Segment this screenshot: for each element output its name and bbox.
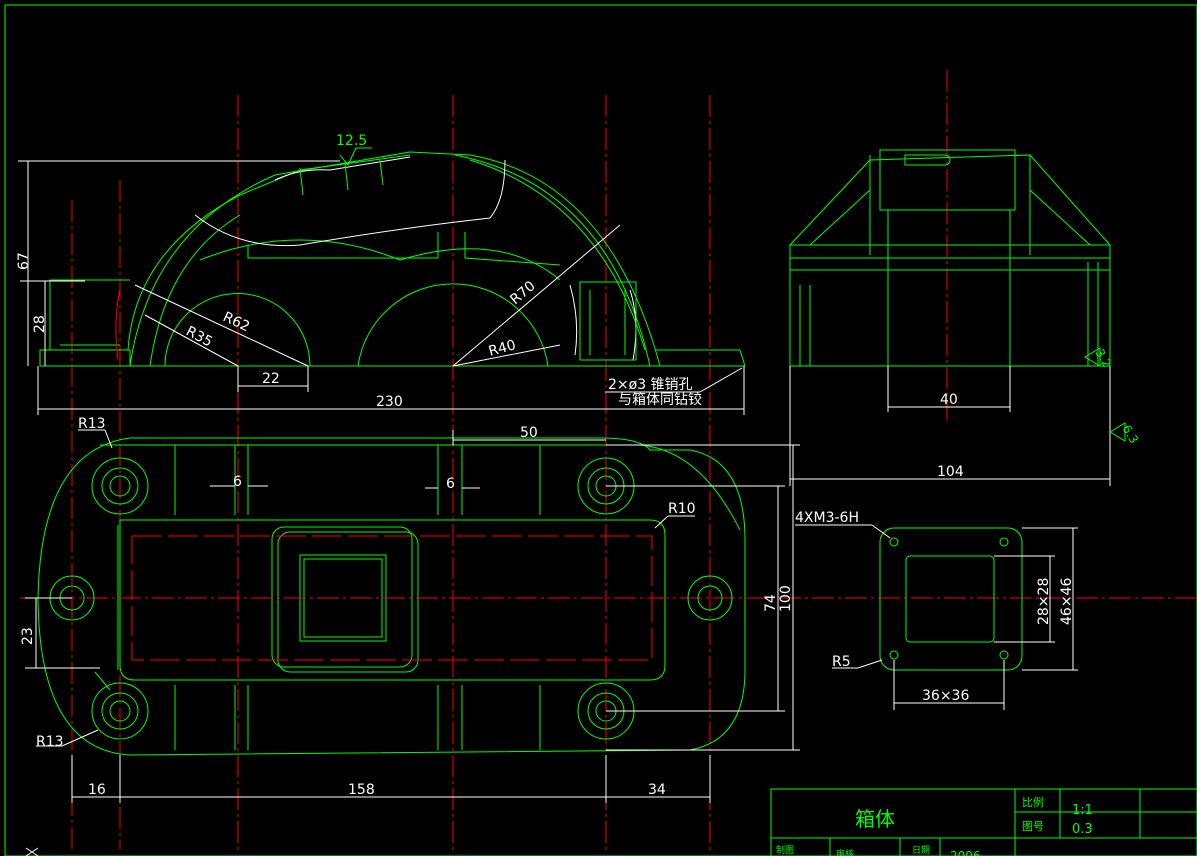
thread-4xm3: 4XM3-6H bbox=[795, 510, 859, 526]
dim-230: 230 bbox=[376, 394, 403, 410]
part-name: 箱体 bbox=[855, 807, 895, 831]
dim-r62: R62 bbox=[220, 309, 252, 335]
cover-detail: 4XM3-6H R5 28×28 46×46 36×36 bbox=[795, 510, 1078, 710]
drawing-no-value: 0.3 bbox=[1072, 822, 1093, 837]
designer-label: 制图 bbox=[776, 844, 794, 856]
dim-28: 28 bbox=[32, 315, 48, 333]
dim-100: 100 bbox=[778, 585, 794, 612]
pin-note-1: 2×ø3 锥销孔 bbox=[608, 377, 693, 393]
dim-34: 34 bbox=[648, 782, 666, 798]
side-view: 40 104 3.2 6.3 bbox=[788, 149, 1141, 486]
date-label: 日期 bbox=[912, 845, 930, 856]
scale-value: 1:1 bbox=[1072, 803, 1093, 818]
dim-6-left: 6 bbox=[233, 474, 242, 490]
dim-r13-top: R13 bbox=[78, 416, 106, 432]
dim-r40: R40 bbox=[487, 337, 518, 360]
dim-36x36: 36×36 bbox=[922, 688, 969, 704]
dim-r13-bottom: R13 bbox=[36, 734, 64, 750]
check-label: 审核 bbox=[836, 848, 854, 856]
drawing-no-label: 图号 bbox=[1022, 820, 1044, 833]
dim-50: 50 bbox=[520, 425, 538, 441]
dim-6-right: 6 bbox=[446, 476, 455, 492]
dim-r5: R5 bbox=[832, 654, 851, 670]
dim-46x46: 46×46 bbox=[1059, 578, 1075, 625]
dim-67: 67 bbox=[16, 252, 32, 270]
pin-note-2: 与箱体同钻铰 bbox=[618, 392, 702, 408]
roughness-6-3: 6.3 bbox=[1119, 423, 1141, 447]
ucs-icon bbox=[25, 847, 39, 856]
dim-r35: R35 bbox=[183, 323, 215, 350]
year: 2006 bbox=[950, 849, 981, 856]
scale-label: 比例 bbox=[1022, 795, 1044, 809]
dim-r10: R10 bbox=[668, 501, 696, 517]
dim-40: 40 bbox=[940, 392, 958, 408]
roughness-12-5: 12.5 bbox=[336, 133, 367, 149]
dim-158: 158 bbox=[348, 782, 375, 798]
dim-22: 22 bbox=[262, 371, 280, 387]
front-view: 12.5 67 28 R62 R35 R70 R40 22 230 2×ø3 锥… bbox=[16, 70, 948, 850]
plan-view: R13 R13 R10 50 6 6 74 100 23 bbox=[20, 416, 1197, 803]
dim-74: 74 bbox=[763, 594, 779, 612]
dim-16: 16 bbox=[88, 782, 106, 798]
title-block: 箱体 比例 1:1 图号 0.3 制图 审核 日期 2006 bbox=[770, 788, 1197, 856]
dim-23: 23 bbox=[20, 627, 36, 645]
dim-104: 104 bbox=[937, 464, 964, 480]
drawing-frame bbox=[4, 4, 1197, 856]
dim-28x28: 28×28 bbox=[1036, 578, 1052, 625]
